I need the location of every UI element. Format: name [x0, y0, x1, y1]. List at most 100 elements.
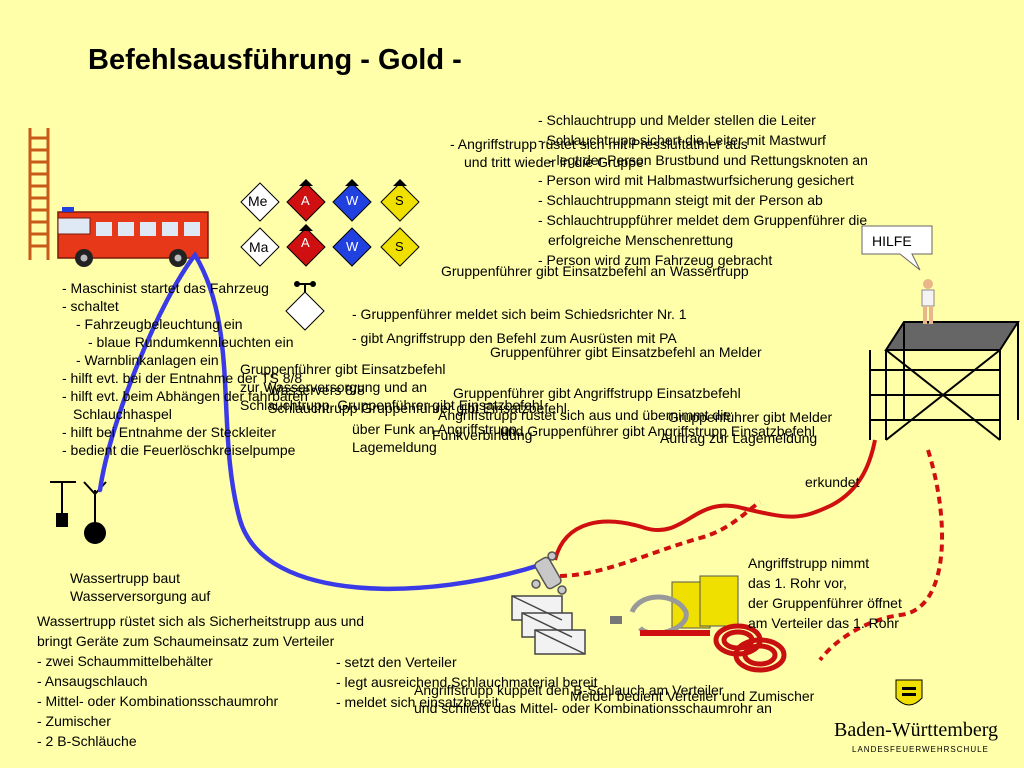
- kuppelt-line: und schließt das Mittel- oder Kombinatio…: [414, 700, 772, 716]
- coat-of-arms-icon: [895, 679, 923, 706]
- schlauchtrupp-line: - Schlauchtruppführer meldet dem Gruppen…: [538, 212, 868, 228]
- sicherheitstrupp-line: bringt Geräte zum Schaumeinsatz zum Vert…: [37, 633, 335, 649]
- water-hose: [97, 251, 543, 592]
- angriff-ausruesten: Angriffstrupp rüstet sich aus und überni…: [438, 407, 732, 423]
- funk-line: Lagemeldung: [352, 439, 437, 455]
- page-title: Befehlsausführung - Gold -: [88, 44, 462, 76]
- kuppelt-block: Angriffstrupp kuppelt den B-Schlauch am …: [414, 681, 772, 717]
- pressluft-block: - Angriffstrupp rüstet sich mit Pressluf…: [450, 135, 748, 171]
- schlauchtrupp-line: - Person wird mit Halbmastwurfsicherung …: [538, 172, 854, 188]
- schiedsrichter-block: - Gruppenführer meldet sich beim Schieds…: [352, 302, 687, 350]
- maschinist-line: - Maschinist startet das Fahrzeug: [62, 280, 269, 296]
- schlauchtrupp-line: erfolgreiche Menschenrettung: [548, 232, 734, 248]
- rohr-line: der Gruppenführer öffnet: [748, 595, 902, 611]
- schlauchtrupp-line: - Schlauchtruppmann steigt mit der Perso…: [538, 192, 823, 208]
- commander-symbol-icon: [285, 281, 325, 331]
- erkundet: erkundet: [805, 474, 860, 490]
- overlap-a: Wasservers 8/8 Schlauchtrupp Gruppenführ…: [268, 381, 567, 417]
- maschinist-block: - Maschinist startet das Fahrzeug - scha…: [62, 279, 308, 459]
- hydrant-icon: [50, 481, 107, 544]
- schiedsrichter-line: - gibt Angriffstrupp den Befehl zum Ausr…: [352, 330, 677, 346]
- person-icon: [921, 279, 935, 324]
- attack-hose-dashed-1: [559, 500, 762, 578]
- sicherheitstrupp-line: - Ansaugschlauch: [37, 673, 148, 689]
- maschinist-line: - bedient die Feuerlöschkreiselpumpe: [62, 442, 296, 458]
- verteiler-line: - meldet sich einsatzbereit: [336, 694, 499, 710]
- overlap-a-line: Wasservers 8/8: [268, 382, 365, 398]
- maschinist-line: - schaltet: [62, 298, 119, 314]
- foam-equipment-icon: [610, 575, 739, 636]
- verteiler-line: - setzt den Verteiler: [336, 654, 457, 670]
- badge-label-w1: W: [346, 193, 359, 208]
- funk-block: über Funk an Angriffstrupp Lagemeldung: [352, 420, 517, 456]
- verteiler-block: - setzt den Verteiler - legt ausreichend…: [336, 652, 597, 712]
- wasser-baut-block: Wassertrupp baut Wasserversorgung auf: [70, 569, 210, 605]
- funk-line: über Funk an Angriffstrupp: [352, 421, 517, 437]
- rohr-block: Angriffstrupp nimmt das 1. Rohr vor, der…: [748, 553, 902, 633]
- badge-row-1: [240, 179, 420, 222]
- sicherheitstrupp-line: - Zumischer: [37, 713, 111, 729]
- badge-label-a1: A: [301, 193, 310, 208]
- hose-reel-icon: [713, 623, 787, 673]
- verteiler-line: - legt ausreichend Schlauchmaterial bere…: [336, 674, 598, 690]
- gf-wassertrupp-2-line: Schlauchtrupp. Gruppenführer gibt Einsat…: [240, 397, 543, 413]
- sicherheitstrupp-line: - 2 B-Schläuche: [37, 733, 137, 749]
- distributor-icon: [531, 551, 567, 595]
- pressluft-line: und tritt wieder in die Gruppe: [464, 154, 644, 170]
- badge-label-w2: W: [346, 239, 359, 254]
- sicherheitstrupp-line: Wassertrupp rüstet sich als Sicherheitst…: [37, 613, 365, 629]
- schlauchtrupp-line: - Person wird zum Fahrzeug gebracht: [538, 252, 773, 268]
- gf-angriffstrupp: Gruppenführer gibt Angriffstrupp Einsatz…: [453, 385, 741, 401]
- rohr-line: am Verteiler das 1. Rohr: [748, 615, 899, 631]
- hilfe-text: HILFE: [872, 233, 912, 249]
- angriff-ausruesten-2: und Gruppenführer gibt Angriffstrupp Ein…: [500, 423, 815, 439]
- badge-label-s1: S: [395, 193, 404, 208]
- sicherheitstrupp-line: - Mittel- oder Kombinationsschaumrohr: [37, 693, 279, 709]
- attack-hose-dashed-2: [818, 449, 945, 662]
- overlap-a-line: Schlauchtrupp Gruppenführer gibt Einsatz…: [268, 400, 567, 416]
- schlauchtrupp-line: - legt der Person Brustbund und Rettungs…: [548, 152, 868, 168]
- badge-label-me: Me: [248, 193, 268, 209]
- sicherheitstrupp-line: - zwei Schaummittelbehälter: [37, 653, 213, 669]
- melder-gf: Gruppenführer gibt Melder: [668, 409, 833, 425]
- logo-sub: LANDESFEUERWEHRSCHULE: [852, 745, 989, 754]
- maschinist-line: - hilft evt. bei der Entnahme der TS 8/8: [62, 370, 303, 386]
- hilfe-bubble: [861, 225, 933, 271]
- attack-hose-solid: [553, 439, 877, 561]
- rohr-line: das 1. Rohr vor,: [748, 575, 847, 591]
- schlauchtrupp-block: - Schlauchtrupp und Melder stellen die L…: [538, 110, 868, 270]
- gf-wassertrupp-2-line: Gruppenführer gibt Einsatzbefehl: [240, 361, 446, 377]
- fire-truck-icon: [57, 207, 209, 267]
- gf-wassertrupp-1: Gruppenführer gibt Einsatzbefehl an Wass…: [441, 263, 749, 279]
- pressluft-line: - Angriffstrupp rüstet sich mit Pressluf…: [450, 136, 748, 152]
- wasser-baut-line: Wasserversorgung auf: [70, 588, 211, 604]
- gf-wassertrupp-2: Gruppenführer gibt Einsatzbefehl zur Was…: [240, 360, 543, 414]
- badge-row-2: [240, 224, 420, 267]
- badge-label-a2: A: [301, 235, 310, 250]
- lagemeldung: Auftrag zur Lagemeldung: [660, 430, 818, 446]
- gf-melder: Gruppenführer gibt Einsatzbefehl an Meld…: [490, 344, 762, 360]
- kuppelt-line: Angriffstrupp kuppelt den B-Schlauch am …: [414, 682, 724, 698]
- logo-name: Baden-Württemberg: [834, 719, 999, 741]
- wasser-baut-line: Wassertrupp baut: [70, 570, 180, 586]
- hose-packs-icon: [511, 595, 586, 655]
- maschinist-line: Schlauchhaspel: [73, 406, 172, 422]
- rohr-line: Angriffstrupp nimmt: [748, 555, 870, 571]
- schlauchtrupp-line: - Schlauchtrupp sichert die Leiter mit M…: [538, 132, 826, 148]
- maschinist-line: - Fahrzeugbeleuchtung ein: [76, 316, 243, 332]
- maschinist-line: - hilft evt. beim Abhängen der fahrbaren: [62, 388, 308, 404]
- badge-label-s2: S: [395, 239, 404, 254]
- gf-wassertrupp-2-line: zur Wasserversorgung und an: [240, 379, 428, 395]
- maschinist-line: - hilft bei Entnahme der Steckleiter: [62, 424, 276, 440]
- funkverbindung: Funkverbindung: [432, 427, 533, 443]
- badge-label-ma: Ma: [249, 239, 269, 255]
- ladder-icon: [28, 128, 50, 260]
- sicherheitstrupp-block: Wassertrupp rüstet sich als Sicherheitst…: [37, 611, 364, 751]
- schlauchtrupp-line: - Schlauchtrupp und Melder stellen die L…: [538, 112, 816, 128]
- schiedsrichter-line: - Gruppenführer meldet sich beim Schieds…: [352, 306, 687, 322]
- melder-bedient: Melder bedient Verteiler und Zumischer: [570, 688, 815, 704]
- maschinist-line: - blaue Rundumkennleuchten ein: [88, 334, 294, 350]
- maschinist-line: - Warnblinkanlagen ein: [76, 352, 219, 368]
- scaffold-icon: [869, 321, 1020, 441]
